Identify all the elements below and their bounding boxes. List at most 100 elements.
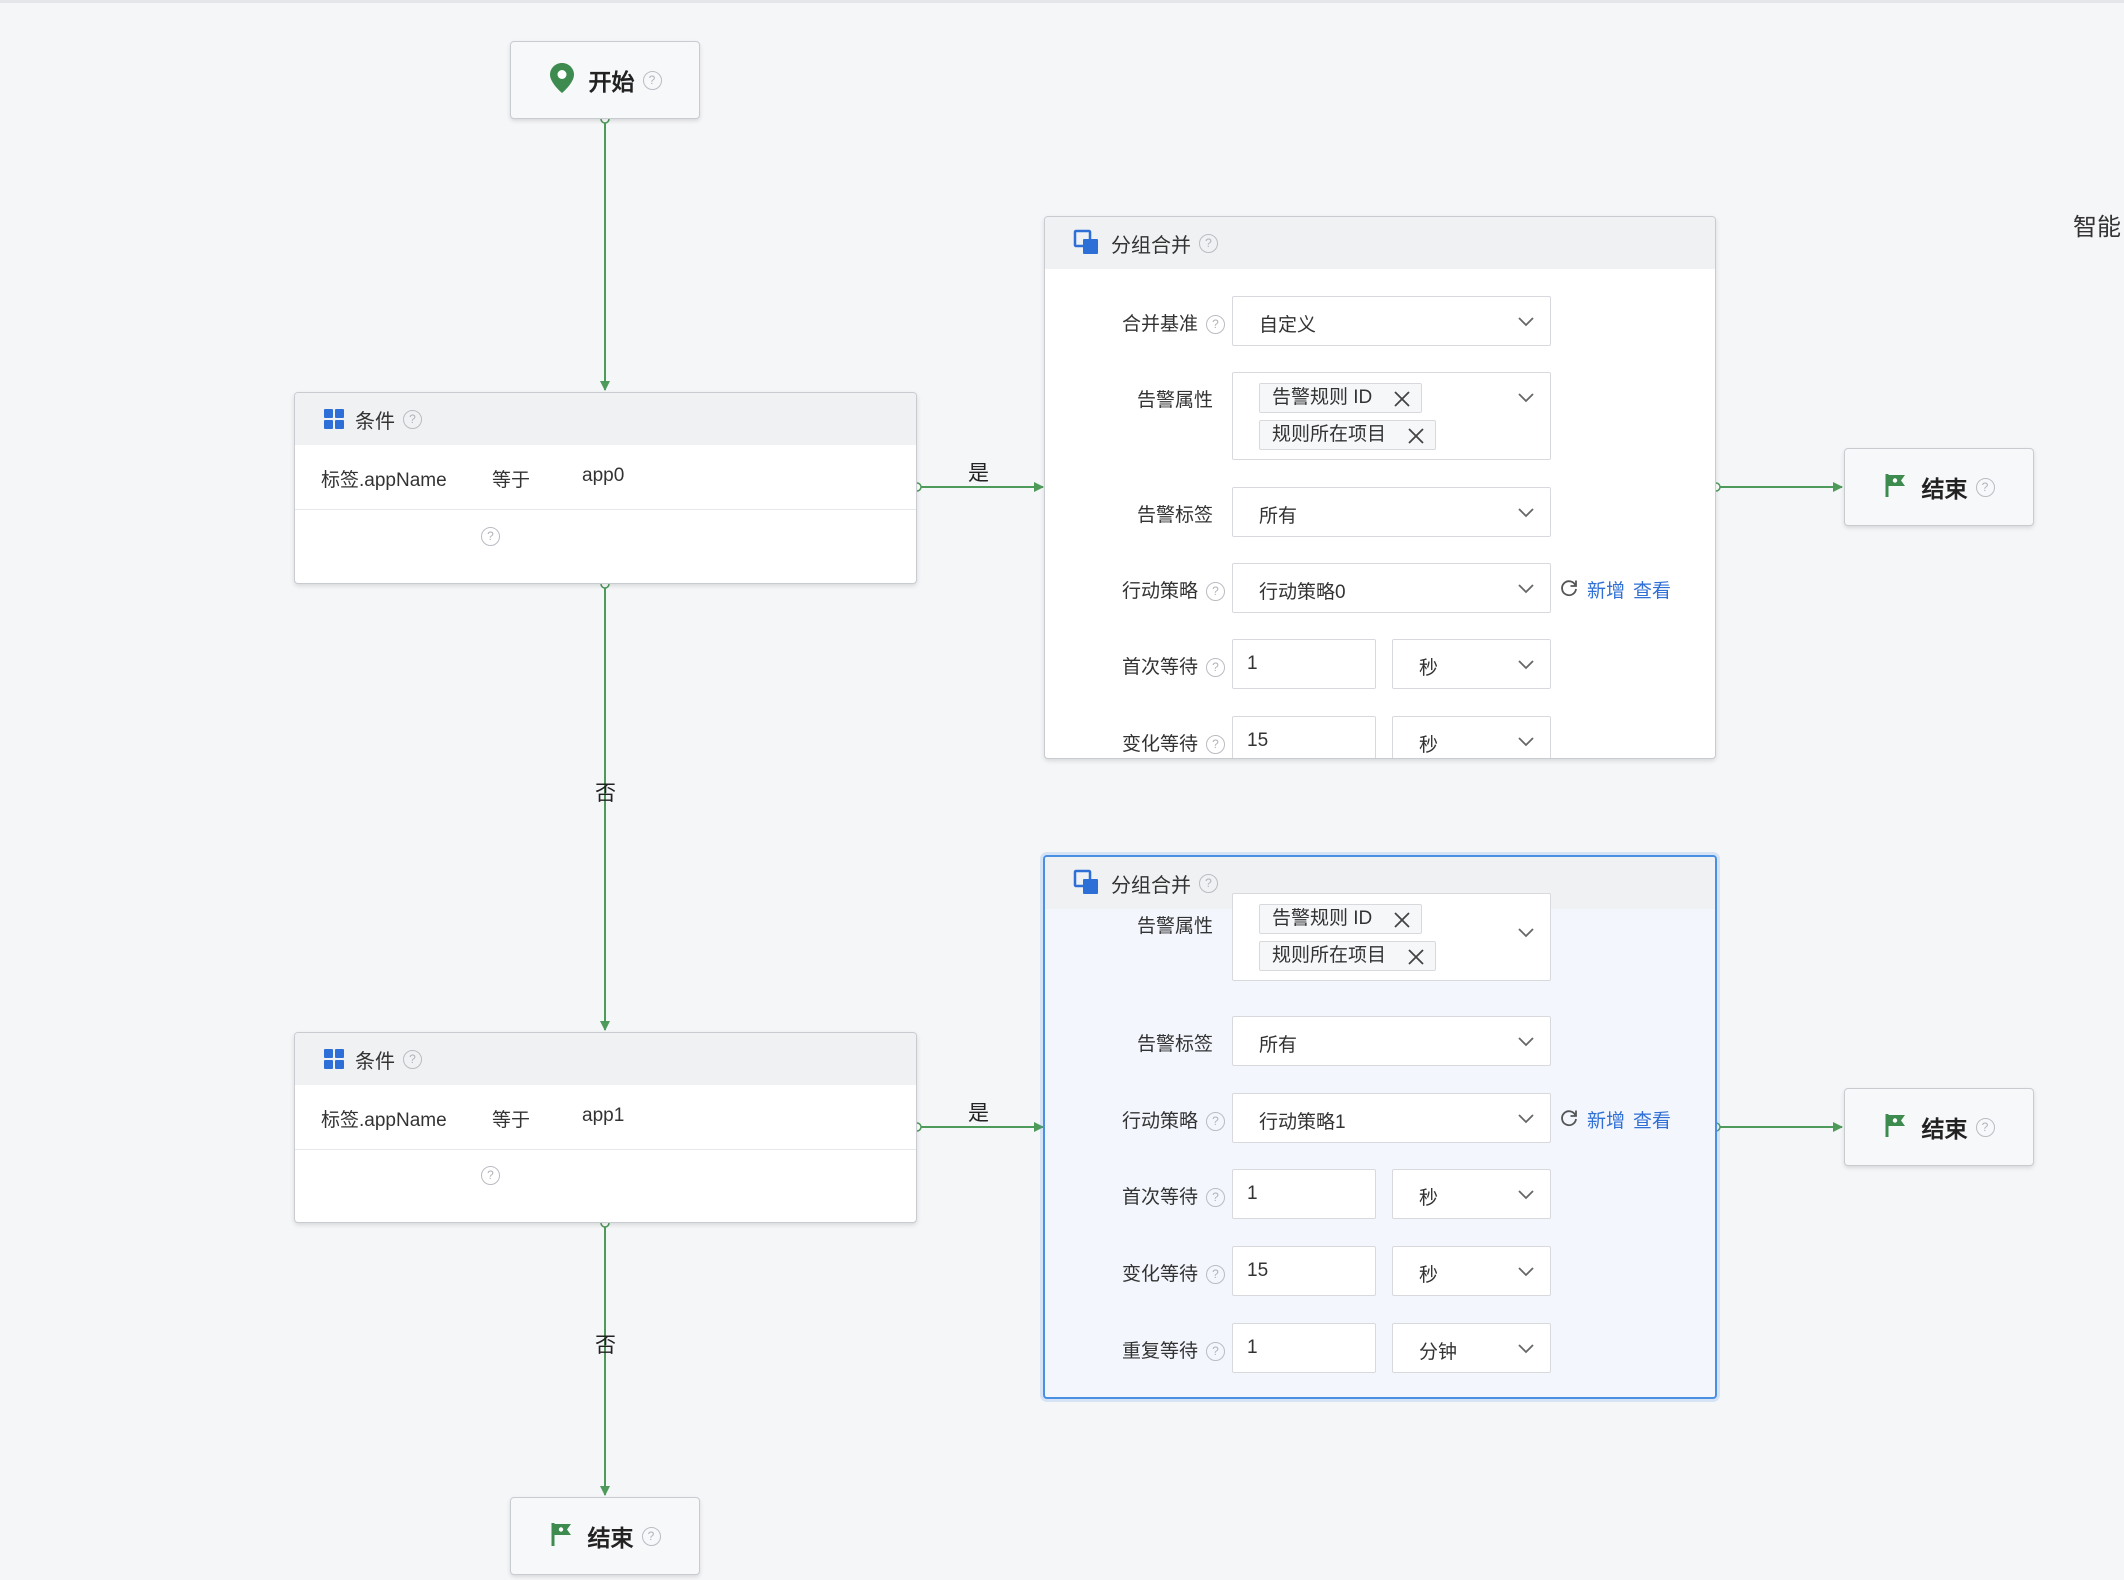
condition-field: 标签.appName (321, 470, 447, 491)
condition-node-title: 条件 (355, 410, 395, 433)
repeat-wait-unit-select[interactable]: 分钟 (1392, 1323, 1551, 1373)
view-policy-link[interactable]: 查看 (1633, 581, 1672, 602)
condition-operator: 等于 (492, 470, 531, 491)
unit-value: 秒 (1419, 658, 1439, 679)
alert-label-label: 告警标签 (1136, 1034, 1213, 1055)
refresh-icon[interactable] (1559, 578, 1579, 598)
chevron-down-icon (1518, 737, 1534, 747)
alert-label-select[interactable]: 所有 (1232, 1016, 1551, 1066)
view-policy-link[interactable]: 查看 (1633, 1111, 1672, 1132)
start-node[interactable]: 开始 ? (510, 41, 700, 119)
help-icon[interactable]: ? (641, 1526, 661, 1546)
help-icon[interactable]: ? (1206, 1342, 1225, 1362)
merge-basis-value: 自定义 (1259, 315, 1317, 336)
repeat-wait-input[interactable]: 1 (1232, 1323, 1376, 1373)
alert-attr-tag[interactable]: 规则所在项目 (1259, 420, 1436, 450)
chevron-down-icon (1518, 1267, 1534, 1277)
close-icon[interactable] (1393, 911, 1411, 929)
help-icon[interactable]: ? (642, 70, 662, 90)
repeat-wait-row: 重复等待? 1 分钟 (1045, 1323, 1715, 1373)
flag-icon (1884, 1112, 1908, 1143)
help-icon[interactable]: ? (481, 1166, 500, 1185)
merge-basis-select[interactable]: 自定义 (1232, 296, 1551, 346)
help-icon[interactable]: ? (1206, 658, 1225, 678)
edge-label-yes-1: 是 (968, 462, 989, 485)
add-policy-link[interactable]: 新增 (1587, 581, 1626, 602)
condition-node-header: 条件 ? (295, 1033, 916, 1085)
close-icon[interactable] (1393, 390, 1411, 408)
condition-value: app0 (582, 465, 625, 486)
end-node-3[interactable]: 结束 ? (510, 1497, 700, 1575)
change-wait-unit-select[interactable]: 秒 (1392, 1246, 1551, 1296)
alert-attr-label: 告警属性 (1136, 390, 1213, 411)
group-merge-node-1[interactable]: 分组合并 ? 合并基准? 自定义 告警属性 告警规则 ID 规则所在项目 告警标… (1044, 216, 1716, 759)
chevron-down-icon (1518, 1344, 1534, 1354)
location-pin-icon (549, 62, 575, 99)
help-icon[interactable]: ? (403, 409, 422, 429)
help-icon[interactable]: ? (1206, 315, 1225, 335)
merge-basis-row: 合并基准? 自定义 (1045, 296, 1715, 346)
add-policy-link[interactable]: 新增 (1587, 1111, 1626, 1132)
first-wait-row: 首次等待? 1 秒 (1045, 639, 1715, 689)
merge-icon (1073, 229, 1101, 257)
group-merge-node-2[interactable]: 分组合并 ? 告警属性 告警规则 ID 规则所在项目 告警标签 所有 行动策略? (1043, 855, 1717, 1399)
first-wait-input[interactable]: 1 (1232, 639, 1376, 689)
flag-icon (1884, 472, 1908, 503)
chevron-down-icon (1518, 393, 1534, 403)
condition-rule-row[interactable]: 标签.appName 等于 app0 (295, 445, 916, 510)
chevron-down-icon (1518, 928, 1534, 938)
end-node-label: 结束 (1921, 1116, 1968, 1142)
condition-rule-row[interactable]: 标签.appName 等于 app1 (295, 1085, 916, 1150)
help-icon[interactable]: ? (1199, 233, 1218, 253)
help-icon[interactable]: ? (1206, 1265, 1225, 1285)
policy-select[interactable]: 行动策略1 (1232, 1093, 1551, 1143)
alert-label-row: 告警标签 所有 (1045, 1016, 1715, 1066)
first-wait-input[interactable]: 1 (1232, 1169, 1376, 1219)
grid-icon (323, 408, 345, 430)
help-icon[interactable]: ? (1206, 1188, 1225, 1208)
policy-select[interactable]: 行动策略0 (1232, 563, 1551, 613)
alert-label-select[interactable]: 所有 (1232, 487, 1551, 537)
help-icon[interactable]: ? (1206, 735, 1225, 755)
close-icon[interactable] (1407, 948, 1425, 966)
help-icon[interactable]: ? (403, 1049, 422, 1069)
chevron-down-icon (1518, 1190, 1534, 1200)
merge-icon (1073, 869, 1101, 897)
alert-attr-tag[interactable]: 告警规则 ID (1259, 904, 1422, 934)
help-icon[interactable]: ? (481, 527, 500, 546)
chevron-down-icon (1518, 584, 1534, 594)
change-wait-input[interactable]: 15 (1232, 1246, 1376, 1296)
change-wait-unit-select[interactable]: 秒 (1392, 716, 1551, 758)
unit-value: 秒 (1419, 1188, 1439, 1209)
edge-label-no-1: 否 (595, 782, 616, 805)
alert-attr-select[interactable]: 告警规则 ID 规则所在项目 (1232, 372, 1551, 460)
condition-node-1[interactable]: 条件 ? 标签.appName 等于 app0 ? (294, 392, 917, 584)
alert-label-row: 告警标签 所有 (1045, 487, 1715, 537)
refresh-icon[interactable] (1559, 1108, 1579, 1128)
help-icon[interactable]: ? (1206, 1112, 1225, 1132)
chevron-down-icon (1518, 660, 1534, 670)
condition-field: 标签.appName (321, 1110, 447, 1131)
chevron-down-icon (1518, 1037, 1534, 1047)
policy-row: 行动策略? 行动策略0 新增 查看 (1045, 563, 1715, 613)
alert-attr-select[interactable]: 告警规则 ID 规则所在项目 (1232, 893, 1551, 981)
change-wait-input[interactable]: 15 (1232, 716, 1376, 758)
close-icon[interactable] (1407, 427, 1425, 445)
help-icon[interactable]: ? (1199, 873, 1218, 893)
help-icon[interactable]: ? (1975, 477, 1995, 497)
unit-value: 秒 (1419, 735, 1439, 756)
first-wait-unit-select[interactable]: 秒 (1392, 1169, 1551, 1219)
help-icon[interactable]: ? (1206, 582, 1225, 602)
condition-node-2[interactable]: 条件 ? 标签.appName 等于 app1 ? (294, 1032, 917, 1223)
end-node-2[interactable]: 结束 ? (1844, 1088, 2034, 1166)
alert-attr-tag[interactable]: 规则所在项目 (1259, 941, 1436, 971)
start-node-label: 开始 (588, 69, 635, 95)
policy-row: 行动策略? 行动策略1 新增 查看 (1045, 1093, 1715, 1143)
first-wait-unit-select[interactable]: 秒 (1392, 639, 1551, 689)
condition-value: app1 (582, 1105, 625, 1126)
first-wait-row: 首次等待? 1 秒 (1045, 1169, 1715, 1219)
end-node-1[interactable]: 结束 ? (1844, 448, 2034, 526)
help-icon[interactable]: ? (1975, 1117, 1995, 1137)
unit-value: 分钟 (1419, 1342, 1458, 1363)
alert-attr-tag[interactable]: 告警规则 ID (1259, 383, 1422, 413)
